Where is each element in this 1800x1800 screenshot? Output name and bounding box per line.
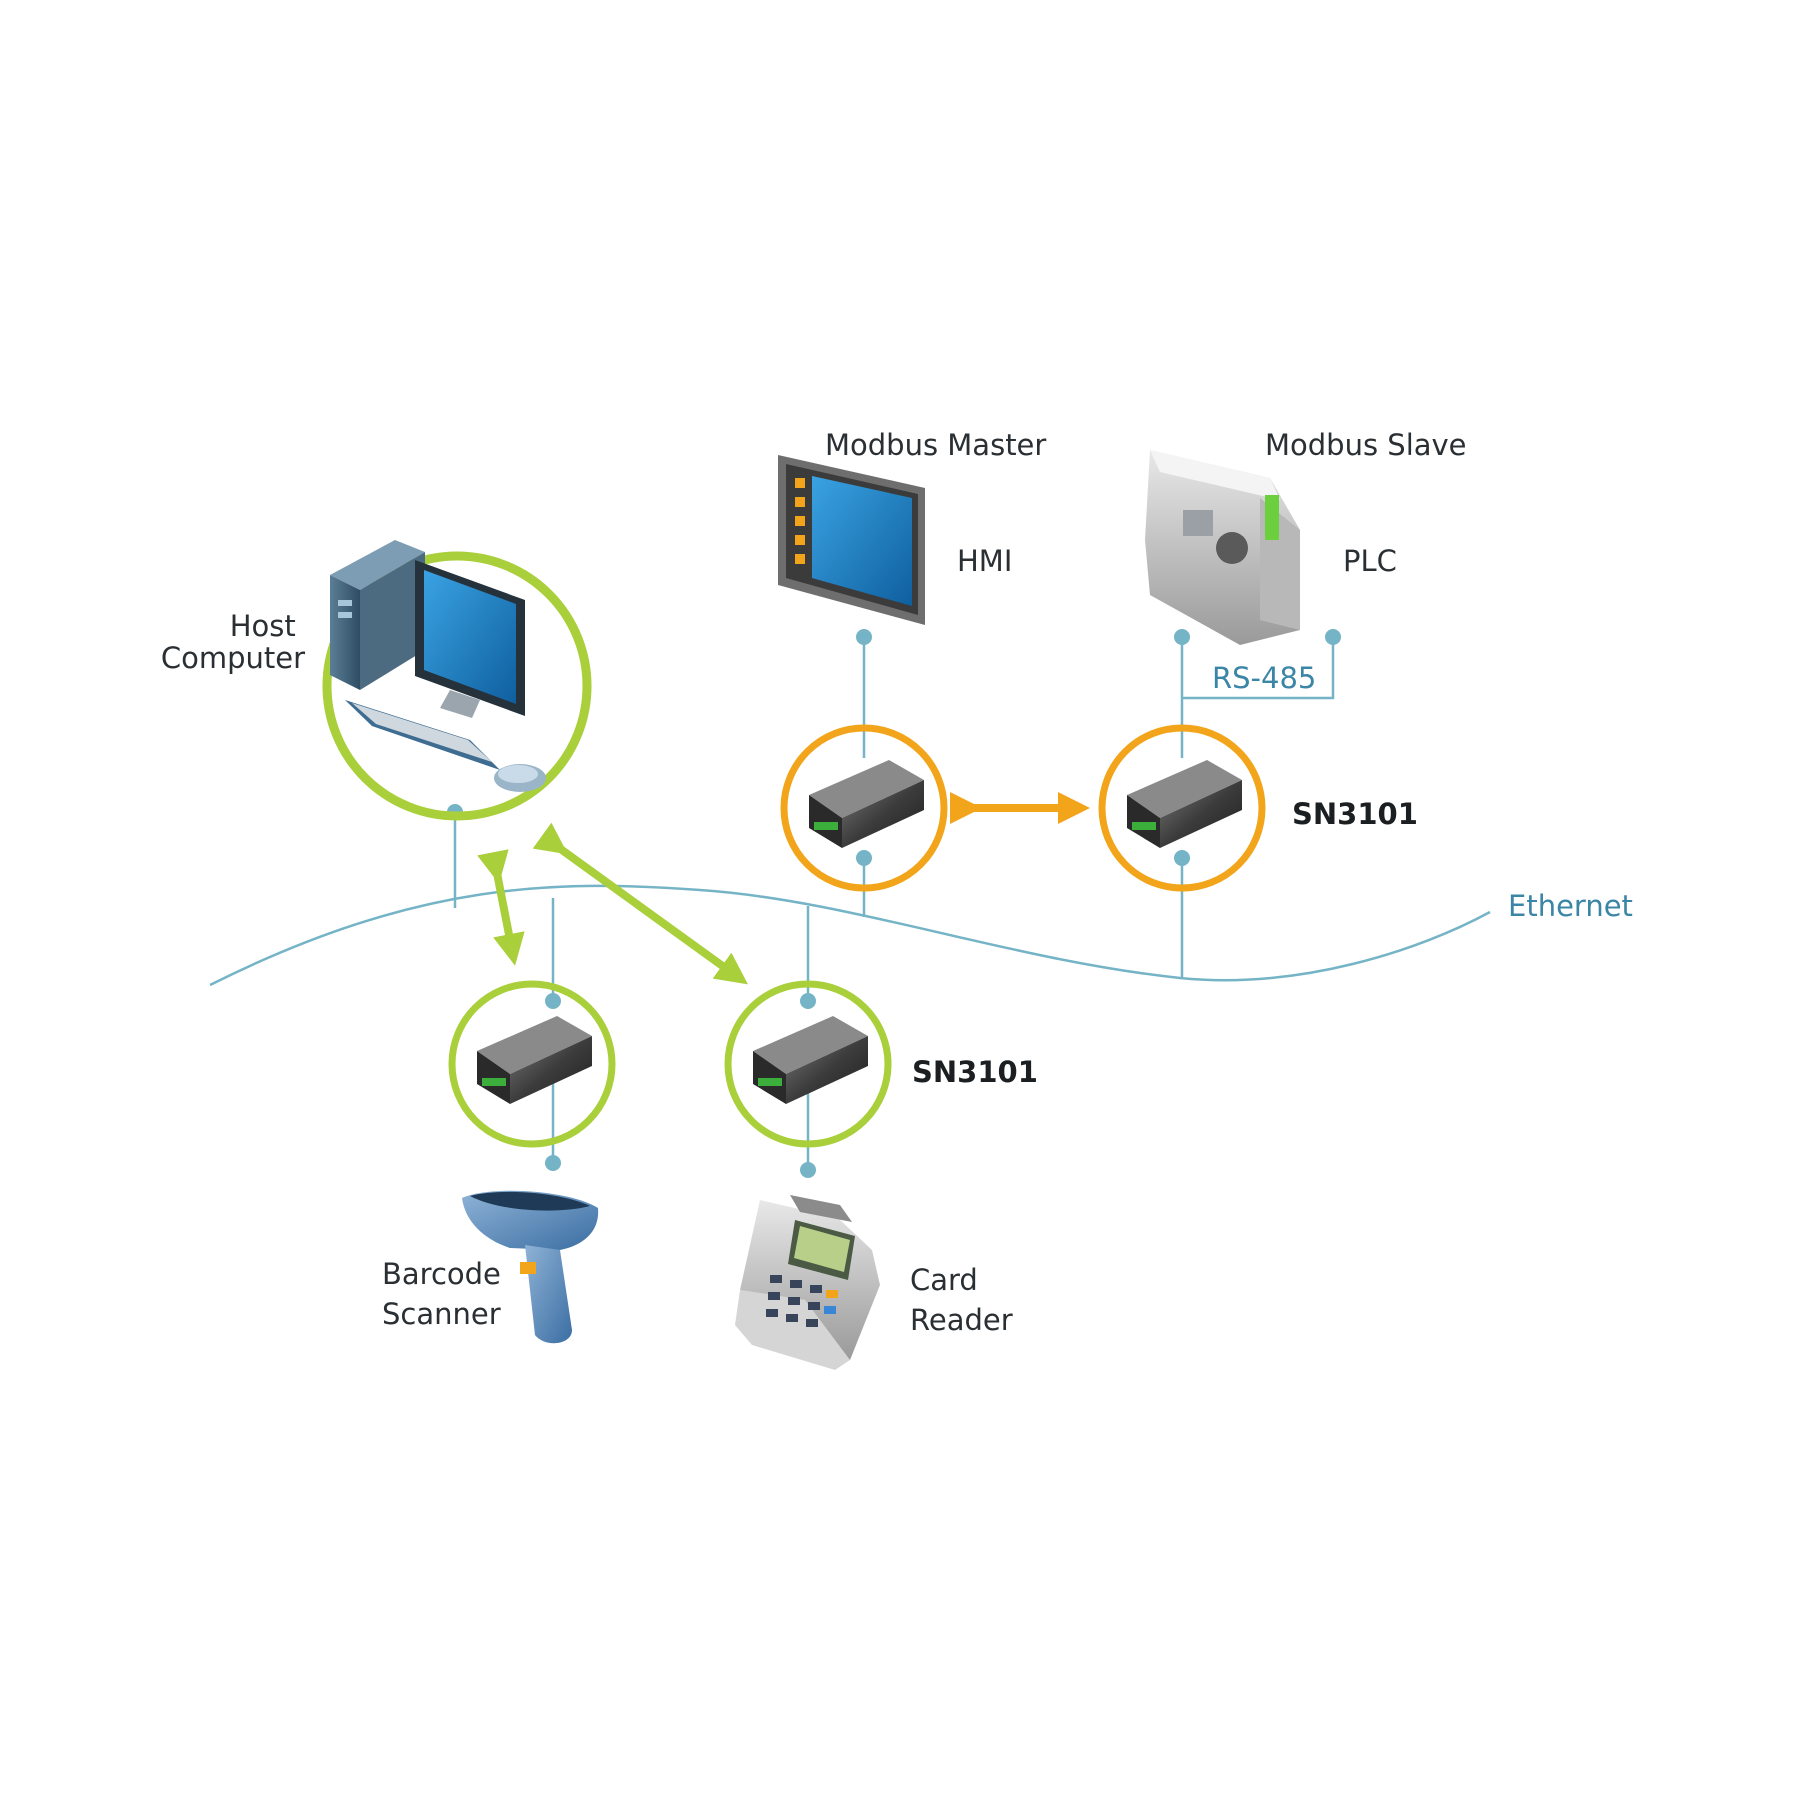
arrow-host-card — [532, 822, 748, 985]
connection-wires — [447, 629, 1341, 1178]
serial-server-icon — [809, 760, 924, 848]
barcode-scanner-label: Barcode Scanner — [382, 1257, 510, 1331]
desktop-computer-icon — [330, 540, 546, 792]
serial-server-icon — [477, 1016, 592, 1104]
card-server-ring — [724, 980, 892, 1148]
modbus-slave-label: Modbus Slave — [1265, 428, 1467, 462]
host-computer-ring — [322, 551, 592, 821]
ethernet-line — [209, 884, 1491, 987]
card-reader-icon — [735, 1195, 880, 1370]
serial-server-icon — [1127, 760, 1242, 848]
hmi-server-ring — [780, 724, 948, 892]
barcode-scanner-icon — [462, 1190, 599, 1344]
scanner-server-ring — [448, 980, 616, 1148]
plc-icon — [1145, 450, 1300, 645]
sn3101-label-bottom: SN3101 — [912, 1055, 1038, 1089]
ethernet-label: Ethernet — [1508, 889, 1633, 923]
hmi-label: HMI — [957, 544, 1012, 578]
rs485-label: RS-485 — [1212, 661, 1316, 695]
modbus-master-label: Modbus Master — [825, 428, 1046, 462]
arrow-host-scanner — [477, 849, 525, 966]
sn3101-label-top: SN3101 — [1292, 797, 1418, 831]
plc-label: PLC — [1343, 544, 1397, 578]
card-reader-label: Card Reader — [910, 1263, 1013, 1337]
hmi-panel-icon — [778, 455, 925, 625]
host-computer-label: Host Computer — [161, 609, 305, 675]
serial-server-icon — [753, 1016, 868, 1104]
plc-server-ring — [1098, 724, 1266, 892]
